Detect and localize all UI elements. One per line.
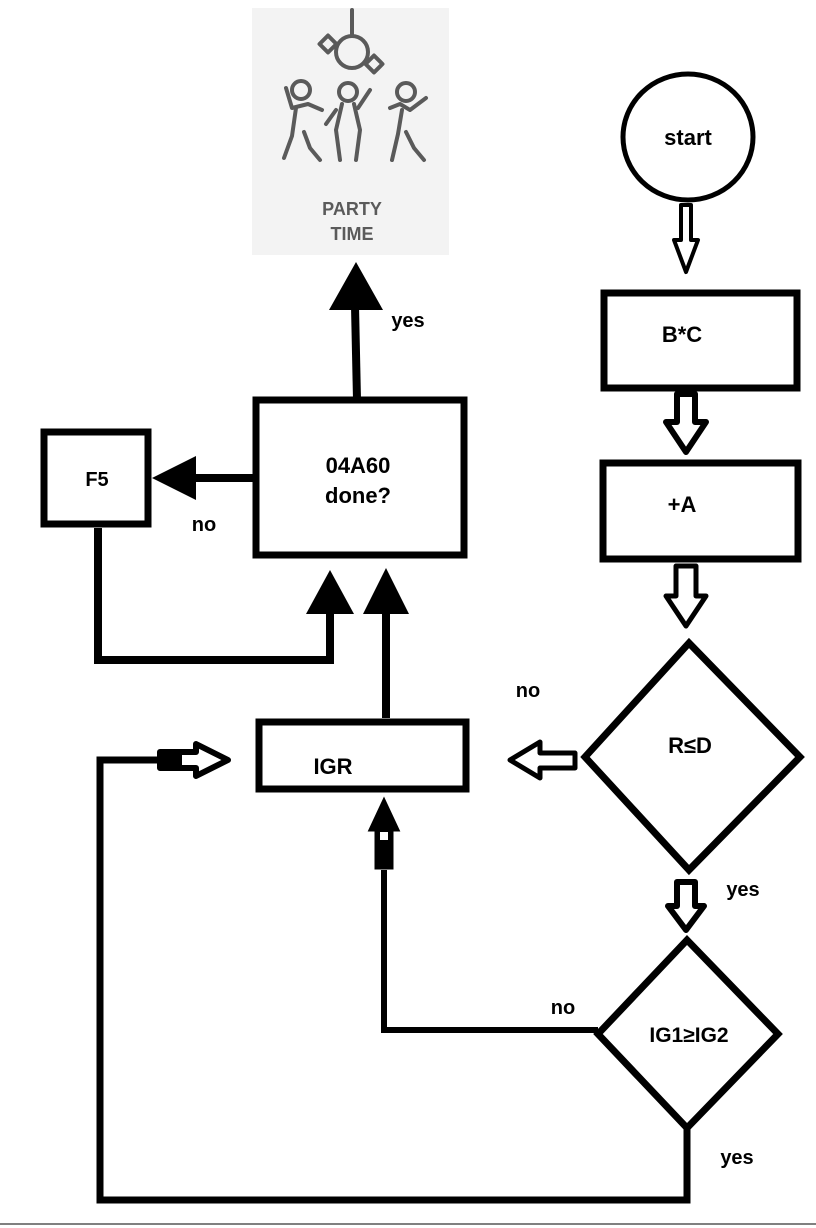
multiply-label: B*C <box>662 322 702 347</box>
party-time-line1: PARTY <box>322 199 382 219</box>
connector-f5-to-done <box>94 528 354 664</box>
decision-ig-label: IG1≥IG2 <box>649 1024 728 1047</box>
label-r-no: no <box>516 680 540 702</box>
arrow-add-to-decision <box>663 563 709 629</box>
dancing-people-icon <box>282 8 428 162</box>
connector-ig-yes <box>96 741 691 1204</box>
f5-label: F5 <box>85 469 108 491</box>
decision-ig: IG1≥IG2 <box>593 934 783 1134</box>
label-r-yes: yes <box>726 879 759 901</box>
start-node: start <box>620 71 756 203</box>
decision-r-le-d-label: R≤D <box>668 733 712 758</box>
connector-ig-no <box>367 796 598 1033</box>
label-done-no: no <box>192 514 216 536</box>
label-done-yes: yes <box>391 310 424 332</box>
add-label: +A <box>668 492 697 517</box>
add-node: +A <box>599 459 802 563</box>
done-node: 04A60 done? <box>252 396 468 559</box>
arrow-decision-to-igr <box>507 739 578 781</box>
decision-r-le-d: R≤D <box>580 637 805 876</box>
f5-node: F5 <box>40 428 152 528</box>
arrow-igr-to-done <box>363 568 409 718</box>
party-time-image: PARTY TIME <box>252 8 449 255</box>
multiply-node: B*C <box>600 289 801 392</box>
igr-label: IGR <box>313 754 352 779</box>
arrow-decision-to-ig <box>665 879 707 933</box>
arrow-multiply-to-add <box>663 391 709 455</box>
done-label-line1: 04A60 <box>326 453 391 478</box>
label-ig-yes: yes <box>720 1147 753 1169</box>
arrow-start-to-multiply <box>672 203 700 274</box>
done-label-line2: done? <box>325 483 391 508</box>
arrow-done-to-f5 <box>152 456 256 500</box>
party-time-line2: TIME <box>331 224 374 244</box>
igr-node: IGR <box>255 718 470 793</box>
label-ig-no: no <box>551 997 575 1019</box>
start-label: start <box>664 125 712 150</box>
arrow-done-to-party <box>329 262 383 401</box>
